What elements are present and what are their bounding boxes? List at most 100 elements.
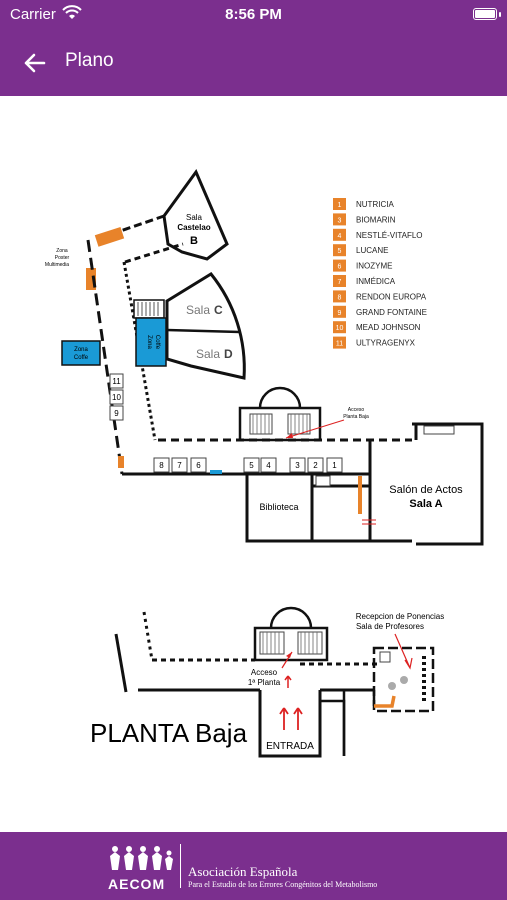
- salon-de-actos: Salón de Actos Sala A: [358, 422, 484, 546]
- stand-number: 3: [295, 461, 300, 470]
- stand-number: 1: [332, 461, 337, 470]
- blue-marker: [210, 470, 222, 474]
- sala-b-label: Sala: [186, 213, 203, 222]
- status-bar: Carrier 8:56 PM: [0, 0, 507, 30]
- stand-number: 7: [177, 461, 182, 470]
- sala-b: Sala Castelao B: [162, 168, 229, 261]
- svg-text:Planta Baja: Planta Baja: [343, 414, 369, 420]
- svg-text:Sala: Sala: [196, 347, 220, 361]
- stand-number: 4: [266, 461, 271, 470]
- stand-box: [109, 389, 124, 405]
- stand-number: 6: [196, 461, 201, 470]
- stand-box: [109, 405, 124, 421]
- legend-badge: [333, 259, 346, 272]
- footer-divider: [180, 844, 181, 888]
- svg-text:Sala: Sala: [186, 303, 210, 317]
- svg-text:Zona: Zona: [146, 335, 152, 349]
- legend-badge: [333, 305, 346, 318]
- stand-number: 2: [313, 461, 318, 470]
- legend-label: LUCANE: [356, 246, 388, 255]
- stairs-upper: [238, 386, 322, 442]
- legend-label: GRAND FONTAINE: [356, 308, 427, 317]
- legend-badge: [333, 228, 346, 241]
- stand-box: [307, 457, 324, 473]
- stand-box: [326, 457, 343, 473]
- legend-number: 10: [336, 325, 344, 332]
- svg-text:Biblioteca: Biblioteca: [259, 502, 298, 512]
- legend-item: 1 NUTRICIA: [333, 198, 394, 210]
- stand-number: 11: [112, 377, 121, 386]
- stand-box: [190, 457, 207, 473]
- legend-label: BIOMARIN: [356, 215, 396, 224]
- legend-badge: [333, 336, 346, 349]
- legend-number: 9: [338, 310, 342, 317]
- legend-number: 8: [338, 294, 342, 301]
- legend-label: NUTRICIA: [356, 200, 394, 209]
- svg-text:Coffe: Coffe: [74, 355, 89, 361]
- entrada: ENTRADA: [258, 690, 376, 758]
- legend-item: 9 GRAND FONTAINE: [333, 305, 427, 318]
- access-ground-label: Acceso Planta Baja: [285, 407, 369, 439]
- stand-box: [109, 373, 124, 389]
- legend-number: 7: [338, 279, 342, 286]
- legend-label: MEAD JOHNSON: [356, 323, 421, 332]
- coffee-zone-mid: Zona Coffe: [133, 299, 167, 367]
- stand-number: 9: [114, 409, 119, 418]
- coffee-zone-left: Zona Coffe: [61, 340, 101, 366]
- legend-label: NESTLÉ-VITAFLO: [356, 231, 423, 240]
- stand-number: 5: [249, 461, 254, 470]
- stand-box: [171, 457, 188, 473]
- stands-left: 11 10 9: [109, 373, 124, 421]
- svg-text:Zona: Zona: [56, 248, 68, 254]
- svg-text:Acceso: Acceso: [348, 407, 365, 413]
- legend-badge: [333, 290, 346, 303]
- svg-text:Poster: Poster: [55, 255, 70, 261]
- legend-number: 11: [336, 341, 343, 348]
- stand-box: [153, 457, 170, 473]
- svg-text:C: C: [214, 303, 223, 317]
- page-title: Plano: [65, 50, 114, 71]
- stand-box: [260, 457, 277, 473]
- svg-text:ENTRADA: ENTRADA: [266, 741, 314, 752]
- legend-number: 6: [338, 264, 342, 271]
- legend-label: ULTYRAGENYX: [356, 339, 416, 348]
- arrow-left-icon[interactable]: [20, 48, 50, 78]
- org-name: Asociación Española: [188, 864, 298, 879]
- floor-name: PLANTA Baja: [90, 718, 248, 748]
- stand-number: 10: [112, 393, 121, 402]
- org-subtitle: Para el Estudio de los Errores Congénito…: [188, 880, 378, 889]
- stairs-lower: [253, 606, 329, 662]
- legend-badge: [333, 275, 346, 287]
- battery-icon: [473, 8, 497, 20]
- legend-badge: [333, 244, 346, 257]
- svg-text:Sala de Profesores: Sala de Profesores: [356, 622, 424, 631]
- stand-box: [243, 457, 260, 473]
- legend-number: 1: [338, 202, 342, 209]
- clock: 8:56 PM: [225, 6, 282, 23]
- svg-text:D: D: [224, 347, 233, 361]
- legend-badge: [333, 213, 346, 226]
- svg-text:Recepcion de Ponencias: Recepcion de Ponencias: [356, 612, 445, 621]
- biblioteca: Biblioteca: [245, 474, 372, 543]
- access-first-floor: Acceso 1ª Planta: [248, 651, 293, 688]
- people-logo-icon: [108, 844, 174, 879]
- svg-text:Multimedia: Multimedia: [45, 262, 69, 268]
- carrier-label: Carrier: [10, 6, 56, 23]
- svg-text:Zona: Zona: [74, 347, 88, 353]
- sala-b-name: Castelao: [177, 223, 210, 232]
- svg-text:Sala A: Sala A: [409, 498, 442, 510]
- recepcion: Recepcion de Ponencias Sala de Profesore…: [356, 612, 445, 713]
- svg-text:1ª Planta: 1ª Planta: [248, 678, 281, 687]
- svg-text:Coffe: Coffe: [154, 335, 160, 350]
- svg-text:Acceso: Acceso: [251, 668, 278, 677]
- wifi-icon: [62, 5, 82, 25]
- legend-item: 11 ULTYRAGENYX: [333, 336, 416, 349]
